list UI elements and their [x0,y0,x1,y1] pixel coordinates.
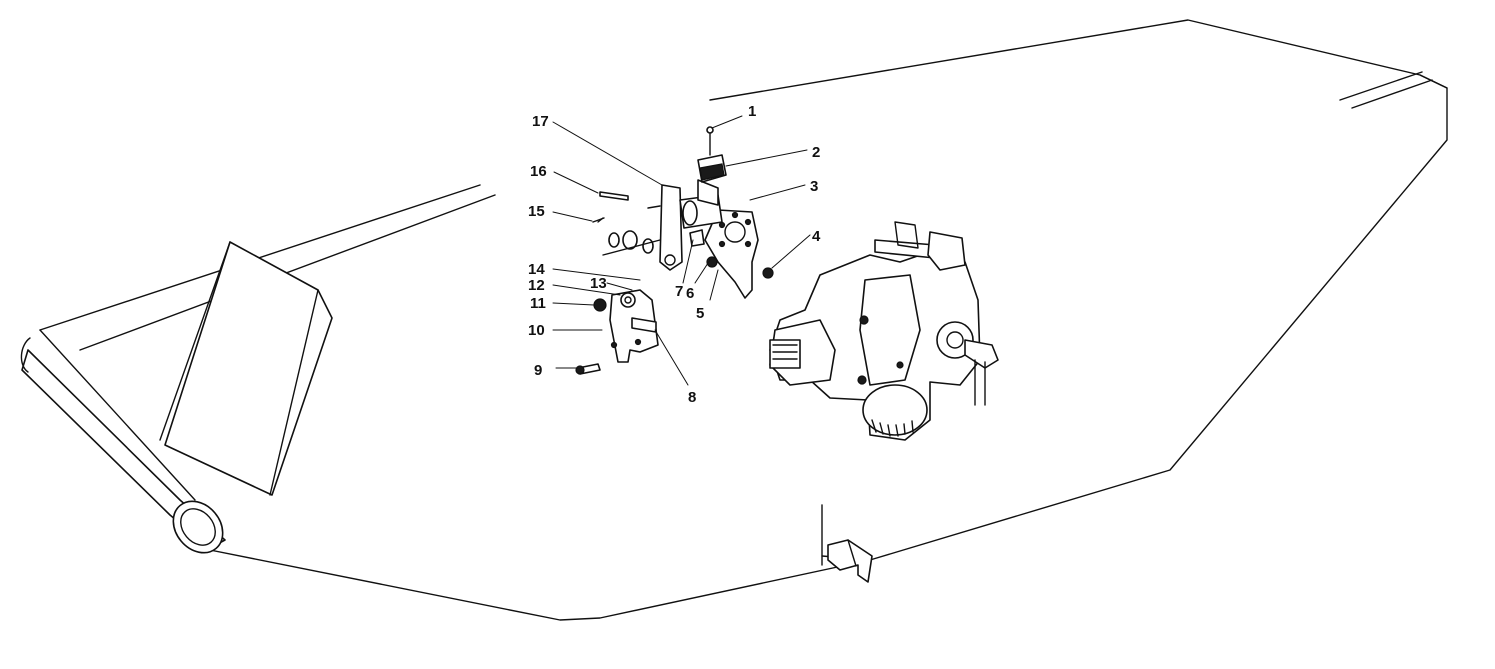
switch-part [697,126,727,183]
callout-13: 13 [590,275,607,292]
washers-and-pin [592,191,774,279]
callout-5: 5 [696,305,704,322]
callout-8: 8 [688,389,696,406]
callout-1: 1 [748,103,756,120]
callout-4: 4 [812,228,821,245]
callout-16: 16 [530,163,547,180]
callout-10: 10 [528,322,545,339]
leader-lines [552,115,811,386]
lever-arm [647,179,723,271]
lower-bracket [575,289,659,375]
callout-14: 14 [528,261,545,278]
callout-9: 9 [534,362,542,379]
callout-2: 2 [812,144,820,161]
callout-7: 7 [675,283,683,300]
bottom-bracket [827,539,873,583]
callout-17: 17 [532,113,549,130]
callout-15: 15 [528,203,545,220]
callout-11: 11 [530,295,546,312]
pump-assembly [769,221,999,441]
callout-6: 6 [686,285,694,302]
tail-cylinder [20,241,333,554]
callout-numbers: 1 2 3 4 5 6 7 8 9 10 11 12 13 14 15 16 1… [528,103,821,406]
callout-12: 12 [528,277,545,294]
callout-3: 3 [810,178,818,195]
